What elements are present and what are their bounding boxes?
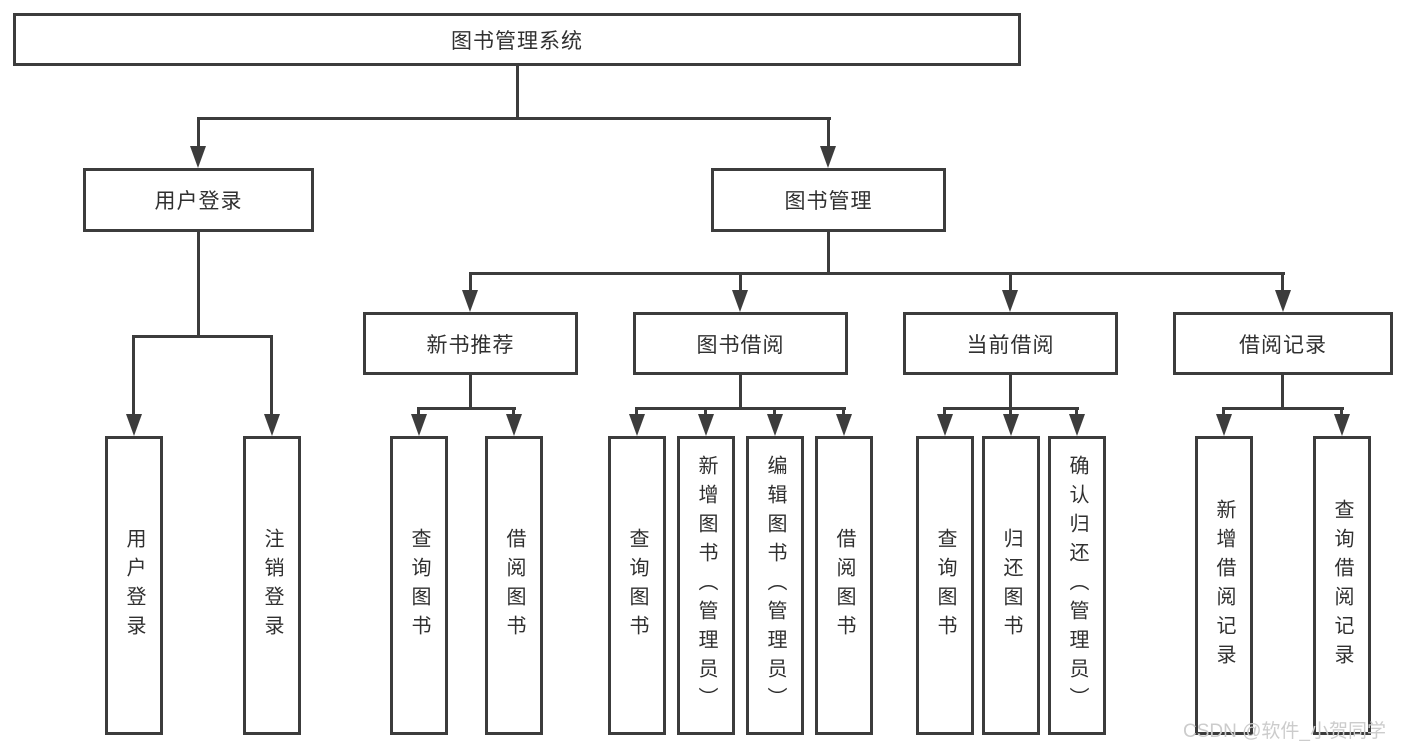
connector-drop bbox=[1222, 407, 1225, 417]
connector-current-borrowing-stem bbox=[1009, 372, 1012, 407]
leaf-borrow-books-borrow: 借阅图书 bbox=[815, 436, 873, 735]
arrow-new-book bbox=[462, 290, 478, 312]
arrow-leaf bbox=[506, 414, 522, 436]
connector-user-login-bar bbox=[132, 335, 273, 338]
arrow-leaf bbox=[937, 414, 953, 436]
leaf-label: 查询借阅记录 bbox=[1331, 498, 1353, 673]
node-label: 借阅记录 bbox=[1239, 333, 1327, 357]
arrow-leaf bbox=[767, 414, 783, 436]
leaf-borrow-books-newrec: 借阅图书 bbox=[485, 436, 543, 735]
node-label: 新书推荐 bbox=[426, 333, 515, 357]
node-label: 当前借阅 bbox=[966, 333, 1055, 357]
leaf-label: 注销登录 bbox=[261, 527, 283, 644]
arrow-leaf bbox=[1216, 414, 1232, 436]
leaf-confirm-return-admin: 确认归还（管理员） bbox=[1048, 436, 1106, 735]
connector-drop-new-book bbox=[469, 272, 472, 292]
leaf-label: 确认归还（管理员） bbox=[1066, 455, 1088, 716]
arrow-borrowing-records bbox=[1275, 290, 1291, 312]
connector-borrowing-records-stem bbox=[1281, 372, 1284, 407]
leaf-logout: 注销登录 bbox=[243, 436, 301, 735]
leaf-query-books-newrec: 查询图书 bbox=[390, 436, 448, 735]
connector-drop bbox=[773, 407, 776, 417]
arrow-leaf bbox=[1069, 414, 1085, 436]
connector-drop bbox=[635, 407, 638, 417]
connector-drop bbox=[512, 407, 515, 417]
leaf-label: 借阅图书 bbox=[503, 527, 525, 644]
connector-borrowing-records-bar bbox=[1222, 407, 1344, 410]
connector-new-book-bar bbox=[418, 407, 516, 410]
node-label: 图书借阅 bbox=[696, 333, 785, 357]
arrow-leaf-user-login bbox=[126, 414, 142, 436]
node-label: 图书管理系统 bbox=[451, 29, 583, 53]
arrow-leaf bbox=[698, 414, 714, 436]
leaf-edit-books-admin: 编辑图书（管理员） bbox=[746, 436, 804, 735]
connector-drop bbox=[842, 407, 845, 417]
node-new-book-recommend: 新书推荐 bbox=[363, 312, 578, 375]
connector-drop bbox=[1075, 407, 1078, 417]
connector-level2-bar bbox=[197, 117, 831, 120]
arrow-leaf bbox=[836, 414, 852, 436]
node-label: 用户登录 bbox=[154, 190, 243, 213]
arrow-book-borrowing bbox=[732, 290, 748, 312]
connector-drop-book-management bbox=[827, 117, 830, 149]
node-book-borrowing: 图书借阅 bbox=[633, 312, 848, 375]
leaf-query-books-current: 查询图书 bbox=[916, 436, 974, 735]
arrow-leaf-logout bbox=[264, 414, 280, 436]
connector-drop-borrowing-records bbox=[1281, 272, 1284, 292]
connector-book-management-stem bbox=[827, 229, 830, 272]
leaf-label: 用户登录 bbox=[123, 527, 145, 644]
connector-drop bbox=[704, 407, 707, 417]
node-label: 图书管理 bbox=[784, 190, 873, 213]
connector-level3-bar bbox=[469, 272, 1285, 275]
arrow-current-borrowing bbox=[1002, 290, 1018, 312]
leaf-label: 新增图书（管理员） bbox=[695, 455, 717, 716]
connector-drop bbox=[1340, 407, 1343, 417]
node-current-borrowing: 当前借阅 bbox=[903, 312, 1118, 375]
connector-drop bbox=[943, 407, 946, 417]
leaf-label: 新增借阅记录 bbox=[1213, 498, 1235, 673]
leaf-label: 编辑图书（管理员） bbox=[764, 455, 786, 716]
leaf-label: 借阅图书 bbox=[833, 527, 855, 644]
leaf-query-books-borrow: 查询图书 bbox=[608, 436, 666, 735]
node-library-system: 图书管理系统 bbox=[13, 13, 1021, 66]
leaf-add-books-admin: 新增图书（管理员） bbox=[677, 436, 735, 735]
connector-new-book-stem bbox=[469, 372, 472, 407]
arrow-leaf bbox=[629, 414, 645, 436]
connector-root-stem bbox=[516, 64, 519, 117]
leaf-return-books: 归还图书 bbox=[982, 436, 1040, 735]
connector-drop-leaf-user-login bbox=[132, 335, 135, 417]
node-user-login: 用户登录 bbox=[83, 168, 314, 232]
connector-drop bbox=[1009, 407, 1012, 417]
connector-drop-current-borrowing bbox=[1009, 272, 1012, 292]
connector-book-borrowing-bar bbox=[635, 407, 846, 410]
watermark-text: CSDN @软件_小贺同学 bbox=[1183, 721, 1386, 742]
node-borrowing-records: 借阅记录 bbox=[1173, 312, 1393, 375]
arrow-user-login bbox=[190, 146, 206, 168]
arrow-leaf bbox=[1334, 414, 1350, 436]
leaf-add-borrow-record: 新增借阅记录 bbox=[1195, 436, 1253, 735]
leaf-query-borrow-record: 查询借阅记录 bbox=[1313, 436, 1371, 735]
connector-drop-user-login bbox=[197, 117, 200, 149]
leaf-label: 归还图书 bbox=[1000, 527, 1022, 644]
leaf-label: 查询图书 bbox=[408, 527, 430, 644]
connector-drop-leaf-logout bbox=[270, 335, 273, 417]
connector-book-borrowing-stem bbox=[739, 372, 742, 407]
arrow-leaf bbox=[411, 414, 427, 436]
arrow-book-management bbox=[820, 146, 836, 168]
leaf-label: 查询图书 bbox=[934, 527, 956, 644]
connector-user-login-stem bbox=[197, 229, 200, 335]
arrow-leaf bbox=[1003, 414, 1019, 436]
leaf-label: 查询图书 bbox=[626, 527, 648, 644]
leaf-user-login: 用户登录 bbox=[105, 436, 163, 735]
connector-drop bbox=[417, 407, 420, 417]
node-book-management: 图书管理 bbox=[711, 168, 946, 232]
connector-drop-book-borrowing bbox=[739, 272, 742, 292]
